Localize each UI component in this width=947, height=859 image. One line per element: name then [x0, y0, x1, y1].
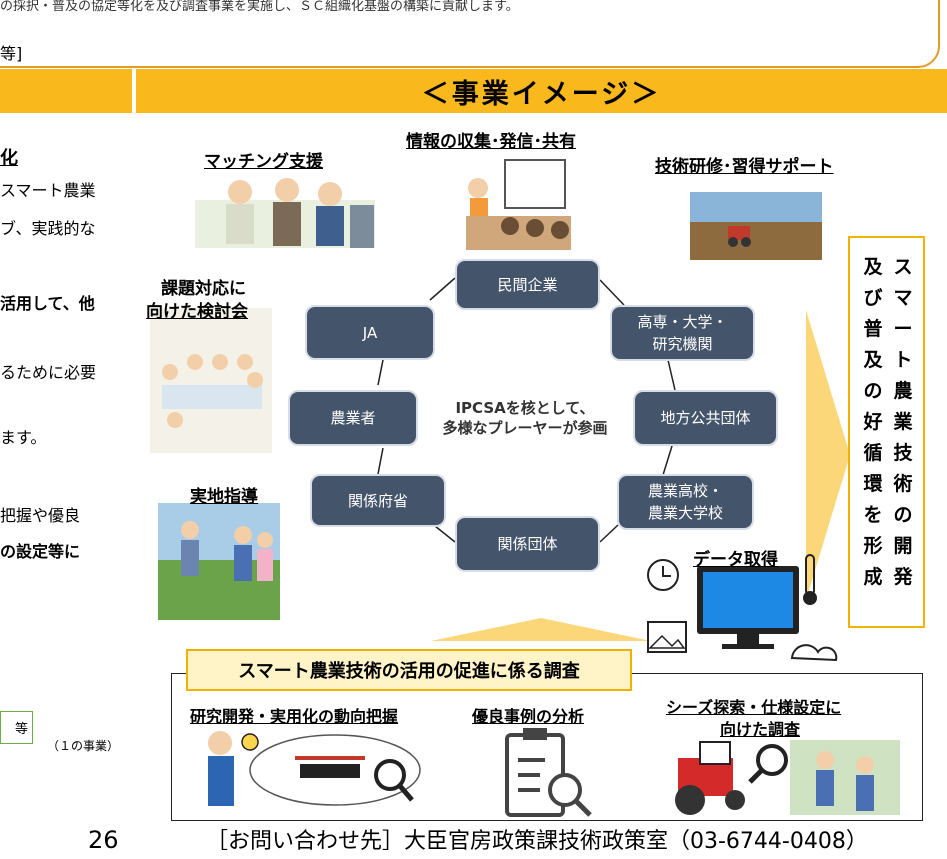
left-text-8: の設定等に [0, 542, 81, 561]
node-private-company: 民間企業 [455, 259, 600, 310]
left-text-4: 活用して、他 [0, 294, 95, 313]
cycle-col-left: 及び普及の好循環を形成 [863, 256, 883, 588]
label-matching: マッチング支援 [204, 152, 323, 172]
left-heading: 化 [0, 148, 18, 169]
tag-note: （１の事業） [47, 739, 120, 753]
label-field-guidance: 実地指導 [190, 487, 258, 507]
field-guidance-illustration [158, 503, 280, 620]
left-text-2: スマート農業 [0, 181, 96, 200]
node-related-organizations: 関係団体 [455, 516, 600, 572]
section-title: ＜事業イメージ＞ [421, 78, 662, 110]
node-farmers: 農業者 [288, 390, 418, 446]
center-line-2: 多様なプレーヤーが参画 [442, 419, 608, 437]
left-header-bar [0, 69, 132, 113]
center-text: IPCSAを核として、 多様なプレーヤーが参画 [420, 398, 630, 438]
cycle-box: 及び普及の好循環を形成 スマート農業技術の開発 [848, 236, 925, 628]
cut-text-line: の採択・普及の協定等化を及び調査事業を実施し、ＳＣ組織化基盤の構築に貢献します。 [0, 0, 519, 14]
center-line-1: IPCSAを核として、 [455, 399, 595, 417]
left-text-3: ブ、実践的な [0, 219, 96, 238]
up-arrow [431, 618, 651, 641]
survey-item-seeds-2: 向けた調査 [720, 720, 801, 739]
farm-training-illustration [690, 192, 822, 260]
label-info-sharing: 情報の収集･発信･共有 [406, 132, 576, 152]
node-universities: 高専・大学・研究機関 [610, 305, 755, 361]
matching-illustration [195, 178, 375, 248]
label-meeting-1: 課題対応に [161, 279, 246, 299]
contact-info: ［お問い合わせ先］大臣官房政策課技術政策室（03-6744-0408） [206, 829, 868, 854]
left-text-6: ます。 [0, 428, 47, 447]
right-arrow [806, 310, 850, 600]
research-illustration [208, 731, 421, 806]
tag-box: 等 [0, 711, 33, 744]
top-summary-box [0, 0, 940, 68]
survey-item-research: 研究開発・実用化の動向把握 [190, 707, 399, 726]
cycle-col-right: スマート農業技術の開発 [893, 256, 913, 588]
label-data-acquisition: データ取得 [693, 550, 778, 570]
left-text-7: 把握や優良 [0, 506, 81, 525]
node-local-government: 地方公共団体 [633, 390, 778, 446]
page-number: 26 [88, 826, 119, 854]
seeds-survey-illustration [675, 740, 900, 815]
survey-title: スマート農業技術の活用の促進に係る調査 [186, 649, 632, 691]
section-header: ＜事業イメージ＞ [136, 69, 947, 113]
node-agri-schools: 農業高校・農業大学校 [617, 474, 754, 530]
bracket-text: 等] [0, 44, 23, 63]
survey-item-case: 優良事例の分析 [472, 707, 585, 726]
case-analysis-illustration [505, 728, 592, 817]
label-meeting-2: 向けた検討会 [146, 302, 248, 322]
presentation-illustration [466, 159, 571, 250]
left-text-5: るために必要 [0, 363, 97, 382]
meeting-illustration [150, 308, 272, 453]
data-acquisition-illustration [647, 554, 838, 662]
survey-item-seeds-1: シーズ探索・仕様設定に [666, 698, 842, 717]
node-ja: JA [305, 305, 435, 360]
label-training: 技術研修･習得サポート [655, 157, 834, 177]
node-related-ministries: 関係府省 [310, 474, 446, 527]
